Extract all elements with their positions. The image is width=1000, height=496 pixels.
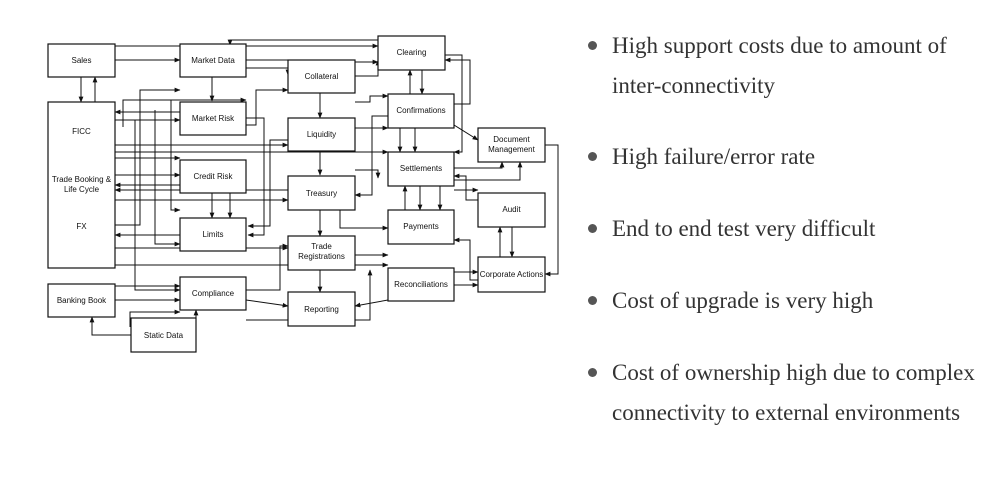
bullet-item: End to end test very difficult [585,209,990,249]
box-static-data: Static Data [130,317,197,353]
box-label: Trade [311,242,332,251]
box-label: Liquidity [307,130,336,139]
box-audit: Audit [477,192,546,228]
box-label: Treasury [306,189,337,198]
box-label: Settlements [400,164,442,173]
bullet-text: High support costs due to amount of inte… [612,33,947,98]
box-label-life-cycle: Life Cycle [64,185,100,194]
box-label: Market Risk [192,114,235,123]
box-label: Compliance [192,289,235,298]
box-label: Registrations [298,252,345,261]
bullet-dot-icon [588,296,597,305]
box-sales: Sales [47,43,116,78]
box-label: Static Data [144,331,184,340]
box-label: Banking Book [57,296,107,305]
diagram-canvas: Sales Market Data Clearing Collateral Co… [47,35,559,353]
box-label: Market Data [191,56,235,65]
box-label-trade-booking: Trade Booking & [52,175,112,184]
box-corporate-actions: Corporate Actions [477,256,546,293]
box-label-ficc: FICC [72,127,91,136]
bullet-item: Cost of ownership high due to complex co… [585,353,990,433]
box-limits: Limits [179,217,247,252]
box-collateral: Collateral [287,59,356,94]
box-settlements: Settlements [387,151,455,187]
box-compliance: Compliance [179,276,247,311]
bullet-item: Cost of upgrade is very high [585,281,990,321]
box-label: Management [488,145,535,154]
box-payments: Payments [387,209,455,245]
bullet-dot-icon [588,368,597,377]
box-label: Payments [403,222,439,231]
box-confirmations: Confirmations [387,93,455,129]
box-trade-booking: FICC Trade Booking & Life Cycle FX [47,101,116,269]
bullet-item: High failure/error rate [585,137,990,177]
box-label: Audit [502,205,521,214]
box-clearing: Clearing [377,35,446,71]
box-market-data: Market Data [179,43,247,78]
box-reporting: Reporting [287,291,356,327]
box-market-risk: Market Risk [179,101,247,136]
bullet-text: End to end test very difficult [612,216,876,241]
bullet-text: Cost of ownership high due to complex co… [612,360,975,425]
box-label: Sales [71,56,91,65]
box-label: Limits [203,230,224,239]
box-reconciliations: Reconciliations [387,267,455,302]
box-label: Confirmations [396,106,445,115]
box-label: Reconciliations [394,280,448,289]
bullet-text: Cost of upgrade is very high [612,288,874,313]
bullet-dot-icon [588,152,597,161]
box-treasury: Treasury [287,175,356,211]
bullet-text: High failure/error rate [612,144,816,169]
box-banking-book: Banking Book [47,283,116,318]
bullet-dot-icon [588,224,597,233]
bullet-dot-icon [588,41,597,50]
box-label-fx: FX [76,222,87,231]
box-label: Collateral [305,72,339,81]
bullet-list: High support costs due to amount of inte… [585,26,990,433]
system-interconnect-diagram: Sales Market Data Clearing Collateral Co… [47,35,559,353]
box-credit-risk: Credit Risk [179,159,247,194]
bullet-item: High support costs due to amount of inte… [585,26,990,106]
box-trade-registrations: Trade Registrations [287,235,356,271]
box-document-management: Document Management [477,127,546,163]
box-label: Clearing [397,48,427,57]
box-label: Document [493,135,530,144]
box-label: Corporate Actions [480,270,544,279]
box-label: Credit Risk [193,172,233,181]
box-label: Reporting [304,305,339,314]
box-liquidity: Liquidity [287,117,356,152]
